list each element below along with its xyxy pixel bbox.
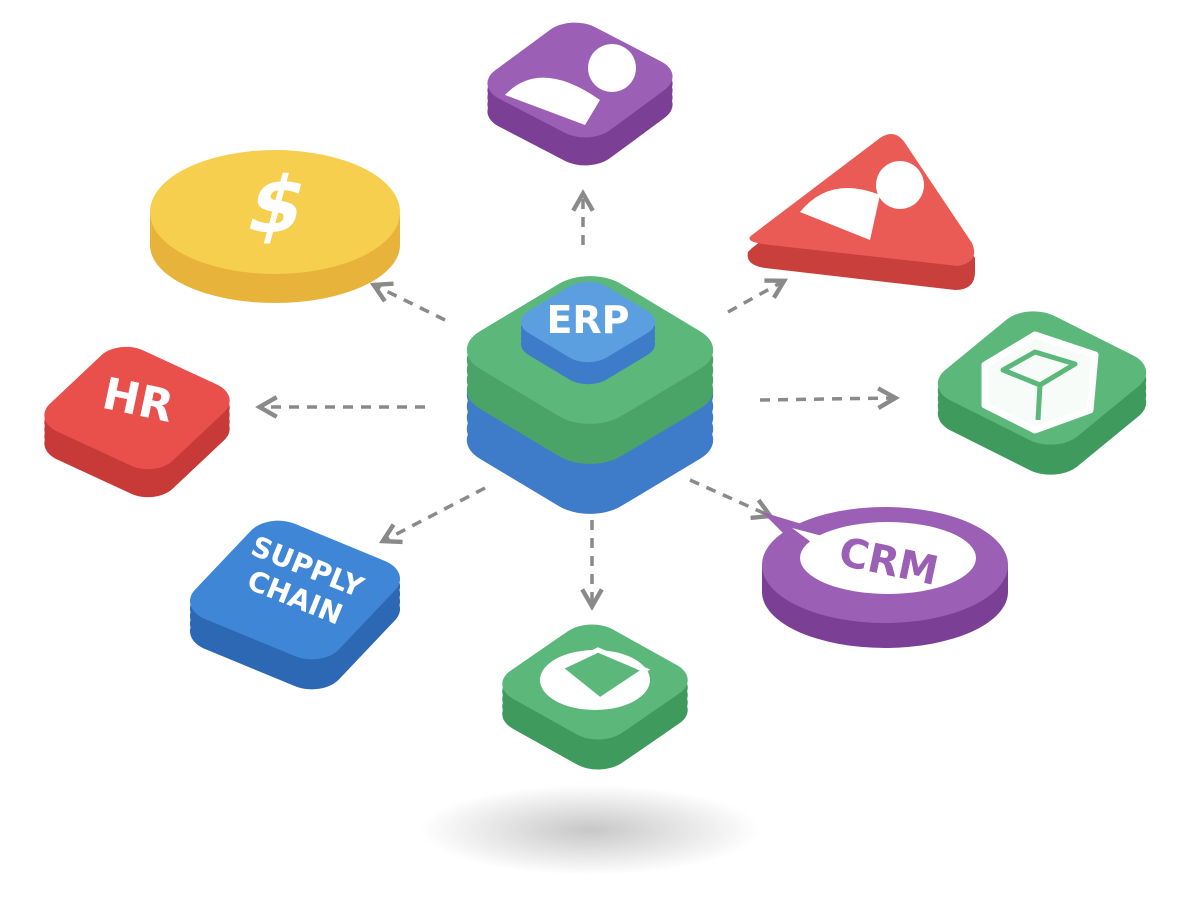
- ground-shadow: [420, 785, 760, 875]
- erp-center-node: [466, 275, 714, 514]
- laptop-icon: [540, 647, 651, 710]
- erp-label: ERP: [546, 298, 629, 342]
- tile-top: [44, 346, 230, 470]
- tile-top: [189, 520, 401, 660]
- hr-module[interactable]: [33, 339, 242, 505]
- box-icon: [981, 331, 1099, 434]
- arrow-to-crm: [689, 478, 775, 521]
- contacts-module[interactable]: [747, 134, 975, 290]
- user-icon: [800, 161, 924, 240]
- arrow-to-inventory: [759, 386, 900, 410]
- erp-inner-top[interactable]: [510, 275, 666, 390]
- arrow-to-finance: [369, 281, 446, 322]
- speech-bubble-icon: [800, 522, 976, 594]
- arrow-to-contacts: [727, 278, 789, 314]
- supply-chain-module[interactable]: [178, 513, 412, 698]
- crm-module[interactable]: CRM: [762, 507, 1008, 648]
- tile-top: [520, 281, 656, 363]
- finance-module[interactable]: $: [150, 150, 400, 303]
- connector-arrows: [255, 189, 900, 611]
- arrow-to-supply-chain: [378, 486, 486, 545]
- user-icon: [505, 44, 636, 125]
